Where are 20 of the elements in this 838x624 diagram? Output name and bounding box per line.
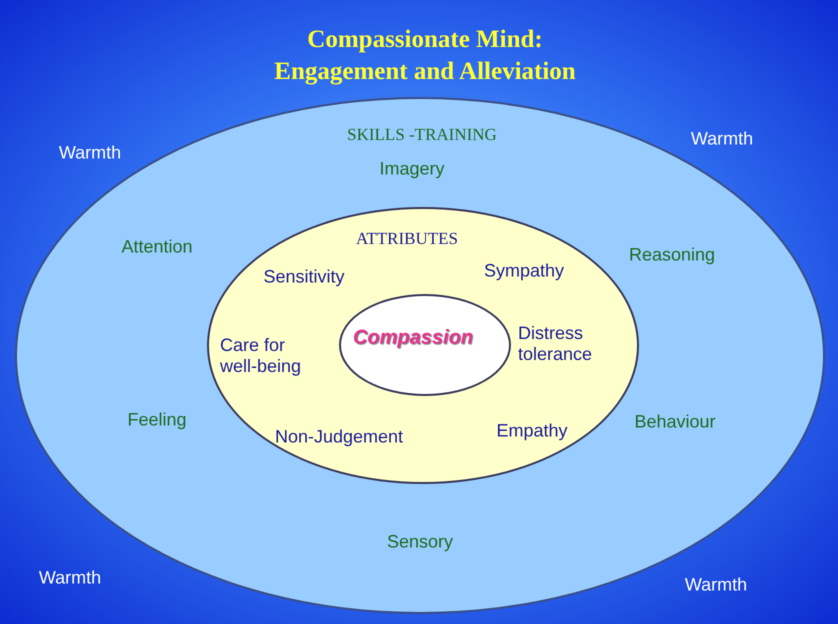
attribute-label: Empathy [496, 420, 568, 442]
corner-label: Warmth [684, 574, 748, 596]
attribute-label: Distress tolerance [518, 323, 594, 365]
title: Compassionate Mind: Engagement and Alleviation [273, 25, 577, 87]
center-label: Compassion [352, 326, 474, 350]
skill-label: Behaviour [634, 412, 716, 432]
section-heading: SKILLS -TRAINING [347, 125, 497, 145]
attribute-label: Care for well-being [220, 335, 302, 377]
skill-label: Attention [121, 236, 193, 258]
attribute-label: Non-Judgement [274, 426, 404, 448]
skill-label: Feeling [127, 410, 187, 430]
corner-label: Warmth [38, 568, 102, 588]
skill-label: Imagery [379, 158, 445, 180]
corner-label: Warmth [58, 142, 122, 164]
attribute-label: Sensitivity [263, 266, 345, 288]
skill-label: Sensory [386, 532, 454, 552]
skill-label: Reasoning [628, 244, 716, 266]
section-heading: ATTRIBUTES [356, 229, 458, 249]
attribute-label: Sympathy [484, 260, 564, 282]
corner-label: Warmth [690, 128, 754, 150]
